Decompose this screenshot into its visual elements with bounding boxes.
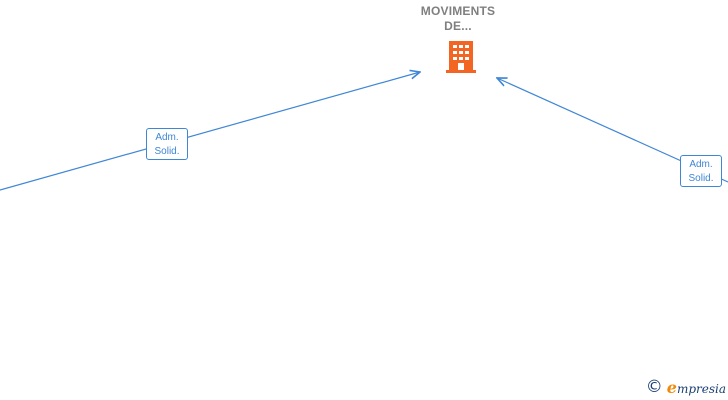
role-badge-line-2: Solid. bbox=[154, 146, 180, 157]
brand-name-rest: mpresia bbox=[676, 381, 726, 396]
role-badge-line-1: Adm. bbox=[689, 159, 713, 170]
role-badge-adm-solid[interactable]: Adm. Solid. bbox=[146, 128, 188, 160]
role-badge-adm-solid[interactable]: Adm. Solid. bbox=[680, 155, 722, 187]
role-badge-line-1: Adm. bbox=[155, 132, 179, 143]
connector-line-left bbox=[0, 72, 420, 191]
company-name-line-1: MOVIMENTS bbox=[420, 4, 496, 18]
brand-footer[interactable]: © empresia bbox=[645, 376, 726, 397]
empresia-logo: empresia bbox=[667, 378, 726, 397]
brand-initial: e bbox=[666, 377, 677, 397]
building-icon[interactable] bbox=[446, 40, 476, 74]
role-badge-line-2: Solid. bbox=[688, 173, 714, 184]
company-name-line-2: DE... bbox=[444, 19, 472, 33]
company-name-label[interactable]: MOVIMENTS DE... bbox=[398, 4, 518, 34]
copyright-icon: © bbox=[645, 376, 663, 397]
